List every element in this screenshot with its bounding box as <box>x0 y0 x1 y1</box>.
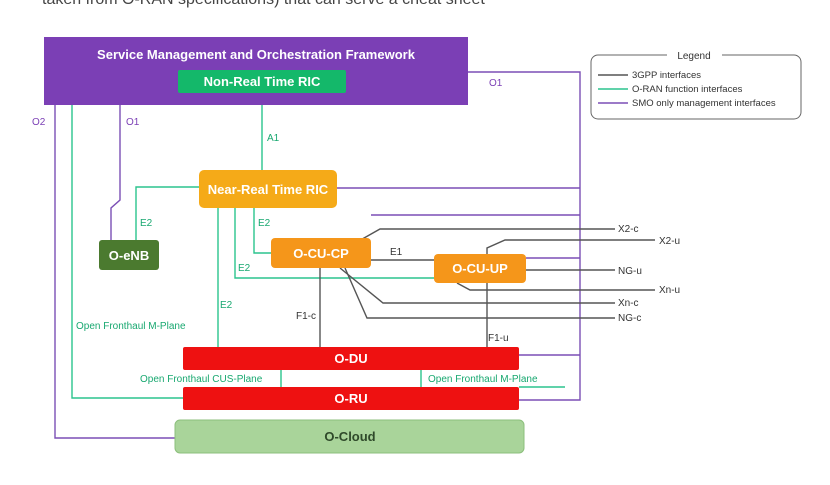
e2-ocucp-line <box>253 208 271 254</box>
o-cu-cp-label: O-CU-CP <box>293 246 349 261</box>
smo-management-lines <box>54 71 581 439</box>
legend-item-3gpp: 3GPP interfaces <box>632 70 701 81</box>
x2u-label: X2-u <box>659 236 680 247</box>
fh-m-left-line <box>71 100 183 399</box>
o-enb-label: O-eNB <box>109 248 149 263</box>
o-cu-cp-box[interactable]: O-CU-CP <box>271 238 371 268</box>
o1-left-label: O1 <box>126 117 140 128</box>
near-rt-ric-box[interactable]: Near-Real Time RIC <box>199 170 337 208</box>
xnu-line <box>456 282 655 291</box>
o-cu-up-box[interactable]: O-CU-UP <box>434 254 526 283</box>
fh-m-right-label: Open Fronthaul M-Plane <box>428 374 538 385</box>
ngc-label: NG-c <box>618 313 641 324</box>
ngu-label: NG-u <box>618 266 642 277</box>
e2-odu-label: E2 <box>220 300 233 311</box>
x2c-label: X2-c <box>618 224 639 235</box>
x2c-line <box>356 228 615 243</box>
legend-item-oran: O-RAN function interfaces <box>632 84 743 95</box>
o2-label: O2 <box>32 117 46 128</box>
o1-right-line <box>468 71 581 401</box>
f1u-label: F1-u <box>488 333 509 344</box>
legend: Legend 3GPP interfaces O-RAN function in… <box>590 49 802 120</box>
e2-ocuup-line <box>234 208 434 279</box>
o-ru-label: O-RU <box>334 391 367 406</box>
o-cu-up-label: O-CU-UP <box>452 261 508 276</box>
o1-oenb-line <box>110 100 121 240</box>
interface-labels: O2 O1 O1 A1 E2 E2 E2 E2 E1 F1-c F1-u X2-… <box>32 78 680 385</box>
ngc-line <box>344 267 615 319</box>
e2-oenb-line <box>135 186 199 240</box>
f1c-label: F1-c <box>296 311 316 322</box>
o1-right-label: O1 <box>489 78 503 89</box>
non-rt-ric-box[interactable]: Non-Real Time RIC <box>178 70 346 93</box>
xnc-line <box>339 267 615 304</box>
legend-item-smo: SMO only management interfaces <box>632 98 776 109</box>
non-rt-ric-label: Non-Real Time RIC <box>204 74 321 89</box>
smo-title: Service Management and Orchestration Fra… <box>97 47 416 62</box>
fh-cus-label: Open Fronthaul CUS-Plane <box>140 374 263 385</box>
xnc-label: Xn-c <box>618 298 639 309</box>
caption-text: taken from O-RAN specifications) that ca… <box>42 0 485 9</box>
e2-oenb-label: E2 <box>140 218 153 229</box>
e1-label: E1 <box>390 247 403 258</box>
fh-m-left-label: Open Fronthaul M-Plane <box>76 321 186 332</box>
o-cloud-label: O-Cloud <box>324 429 375 444</box>
a1-label: A1 <box>267 133 280 144</box>
e2-ocuup-label: E2 <box>238 263 251 274</box>
o2-line <box>54 100 175 439</box>
oran-interface-lines <box>71 93 565 399</box>
o-du-label: O-DU <box>334 351 367 366</box>
o-ru-box[interactable]: O-RU <box>183 387 519 410</box>
3gpp-interface-lines <box>319 228 655 347</box>
xnu-label: Xn-u <box>659 285 680 296</box>
o-du-box[interactable]: O-DU <box>183 347 519 370</box>
e2-ocucp-label: E2 <box>258 218 271 229</box>
legend-title: Legend <box>677 51 710 62</box>
o-enb-box[interactable]: O-eNB <box>99 240 159 270</box>
near-rt-ric-label: Near-Real Time RIC <box>208 182 329 197</box>
o-cloud-box[interactable]: O-Cloud <box>174 419 525 454</box>
x2u-line <box>486 239 655 254</box>
